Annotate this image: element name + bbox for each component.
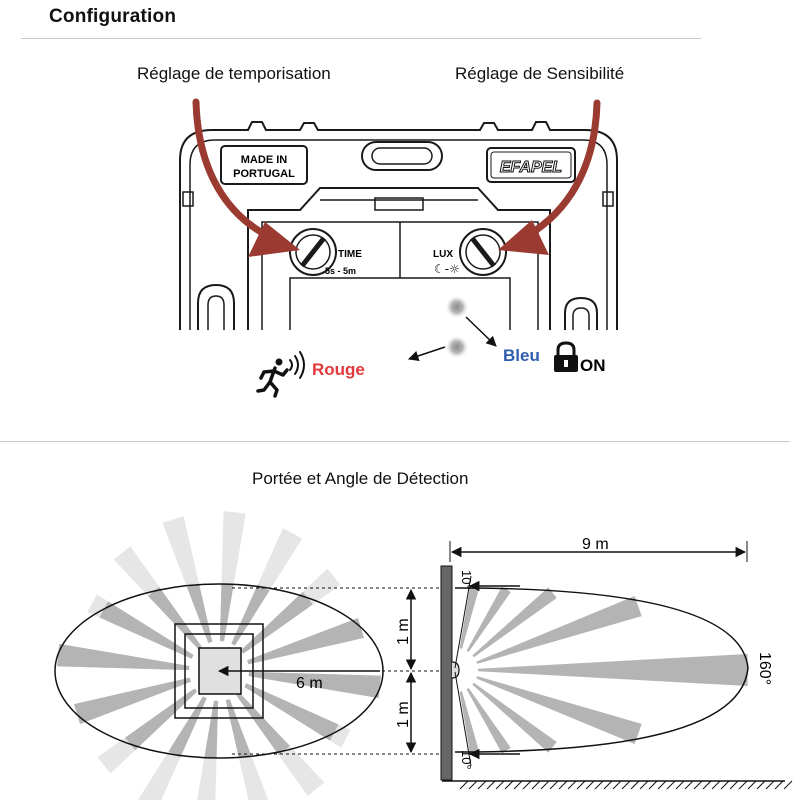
ground-hatch — [504, 780, 514, 790]
detection-ray — [231, 584, 270, 646]
blue-led-label: Bleu — [503, 346, 540, 365]
ground-hatch — [495, 780, 505, 790]
sensitivity-adjust-label: Réglage de Sensibilité — [455, 64, 625, 83]
lock-icon — [554, 341, 578, 372]
side-view-range-label: 9 m — [582, 536, 609, 553]
detection-ray — [248, 671, 381, 699]
top-view-spacing-bottom: 1 m — [395, 701, 412, 728]
ground-hatch — [783, 780, 793, 790]
top-view-detection-pattern — [54, 511, 445, 800]
side-view-angle-label: 160° — [756, 652, 773, 685]
ground-hatch — [522, 780, 532, 790]
ground-hatch — [594, 780, 604, 790]
ground-hatch — [459, 780, 469, 790]
ground-hatch — [657, 780, 667, 790]
side-detection-ray — [476, 676, 642, 744]
ground-hatch — [630, 780, 640, 790]
ground-hatch — [603, 780, 613, 790]
red-led-indicator — [445, 335, 469, 359]
sensor-device — [179, 121, 618, 330]
ground-hatch — [747, 780, 757, 790]
side-detection-ray — [459, 587, 479, 649]
top-view-spacing-top: 1 m — [395, 618, 412, 645]
top-view-radius-label: 6 m — [296, 675, 323, 692]
time-knob-label: TIME — [338, 249, 362, 260]
ground-hatch — [513, 780, 523, 790]
ground-hatch — [531, 780, 541, 790]
ground-hatch — [774, 780, 784, 790]
ground-hatch — [648, 780, 658, 790]
blue-led-indicator — [445, 295, 469, 319]
side-detection-ray — [466, 586, 511, 653]
time-adjust-label: Réglage de temporisation — [137, 64, 331, 83]
top-divider — [21, 38, 701, 39]
side-detection-ray — [476, 596, 642, 664]
ground-hatch — [540, 780, 550, 790]
on-label: ON — [580, 356, 606, 375]
ground-hatch — [576, 780, 586, 790]
red-led-arrow — [408, 346, 446, 361]
ground-hatch — [756, 780, 766, 790]
detection-ray — [247, 617, 365, 665]
ground-hatch — [729, 780, 739, 790]
time-pointer-arrow — [192, 98, 300, 257]
ground-hatch — [666, 780, 676, 790]
ground-hatch — [711, 780, 721, 790]
ground-hatch — [720, 780, 730, 790]
side-detection-ray — [466, 687, 511, 754]
ground-hatch — [621, 780, 631, 790]
detection-ray — [244, 683, 339, 741]
side-detection-ray — [459, 691, 479, 753]
lux-knob-range: ☾-☼ — [434, 262, 460, 276]
detection-ray — [219, 583, 234, 642]
ground-hatch — [558, 780, 568, 790]
ground-hatch — [612, 780, 622, 790]
made-in-text: MADE IN — [241, 154, 288, 166]
ground-hatch — [567, 780, 577, 790]
detection-ray — [225, 699, 251, 759]
red-led-label: Rouge — [312, 360, 365, 379]
blue-led-arrow — [465, 316, 497, 347]
detection-title: Portée et Angle de Détection — [252, 469, 469, 488]
ground-hatch — [639, 780, 649, 790]
page-title: Configuration — [49, 6, 177, 27]
ground-hatch — [693, 780, 703, 790]
side-detection-ray — [477, 653, 748, 687]
side-detection-ray — [472, 587, 557, 658]
ground-hatch — [585, 780, 595, 790]
ground-hatch — [549, 780, 559, 790]
ground-hatch — [468, 780, 478, 790]
ground-hatch — [765, 780, 775, 790]
detection-ray — [99, 601, 194, 659]
detection-ray — [168, 696, 207, 758]
side-view-bottom-angle: 10° — [459, 750, 474, 770]
detection-ray — [204, 700, 219, 759]
detection-ray — [125, 688, 198, 751]
portugal-text: PORTUGAL — [233, 168, 295, 180]
detection-ray — [57, 643, 190, 671]
ground-hatch — [486, 780, 496, 790]
motion-running-person-icon — [256, 351, 305, 398]
ground-hatch — [738, 780, 748, 790]
ground-hatch — [477, 780, 487, 790]
ground-hatch — [675, 780, 685, 790]
ground-hatch — [702, 780, 712, 790]
ground-hatch — [684, 780, 694, 790]
detection-ray — [73, 677, 191, 725]
detection-ray — [240, 591, 313, 654]
side-detection-ray — [472, 682, 557, 753]
side-view-detection-pattern — [440, 541, 793, 790]
middle-divider — [0, 441, 790, 442]
side-view-top-angle: 10° — [459, 570, 474, 590]
brand-logo: EFAPEL — [500, 159, 562, 176]
lux-knob-label: LUX — [433, 249, 453, 260]
detection-ray — [187, 583, 213, 643]
time-knob-range: 5s - 5m — [325, 266, 356, 276]
sensitivity-pointer-arrow — [498, 99, 601, 255]
